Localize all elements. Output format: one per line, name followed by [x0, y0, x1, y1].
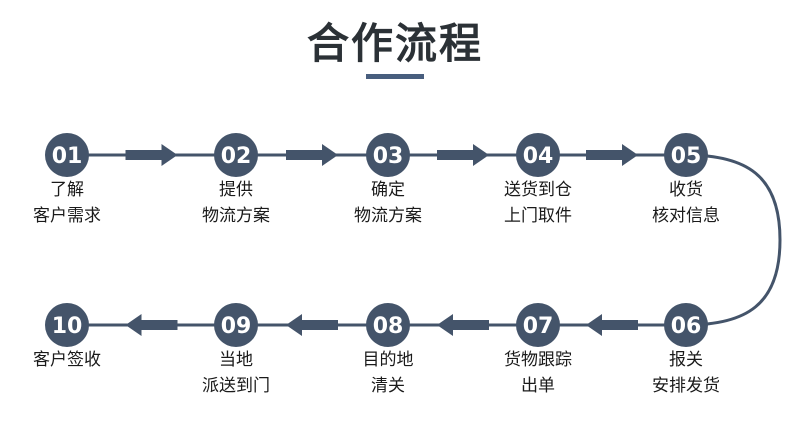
step-node-08: 08: [366, 303, 410, 347]
step-number: 07: [523, 314, 554, 339]
step-label-06: 报关安排发货: [626, 347, 746, 399]
step-label-03: 确定物流方案: [328, 177, 448, 229]
step-label-line2: 出单: [521, 376, 555, 396]
step-label-02: 提供物流方案: [176, 177, 296, 229]
arrow-icon: [286, 144, 338, 166]
step-label-line2: 上门取件: [504, 206, 572, 226]
arrow-icon: [125, 314, 178, 336]
step-label-line1: 确定: [371, 180, 405, 200]
step-label-line2: 物流方案: [202, 206, 270, 226]
step-label-line1: 货物跟踪: [504, 350, 572, 370]
step-number: 02: [221, 144, 252, 169]
step-number: 03: [373, 144, 404, 169]
arrow-icon: [586, 144, 638, 166]
step-label-line2: 派送到门: [202, 376, 270, 396]
step-label-line1: 客户签收: [33, 350, 101, 370]
connector-4: [538, 144, 686, 166]
step-label-line2: 核对信息: [652, 206, 720, 226]
step-label-line1: 了解: [50, 180, 84, 200]
step-number: 09: [221, 314, 252, 339]
step-number: 06: [671, 314, 702, 339]
step-label-04: 送货到仓上门取件: [478, 177, 598, 229]
step-label-line1: 报关: [669, 350, 703, 370]
step-number: 08: [373, 314, 404, 339]
connectors: [67, 144, 782, 336]
step-label-01: 了解客户需求: [7, 177, 127, 229]
step-label-line1: 当地: [219, 350, 253, 370]
step-label-line2: 客户需求: [33, 206, 101, 226]
arrow-icon: [437, 314, 489, 336]
step-node-07: 07: [516, 303, 560, 347]
step-number: 01: [52, 144, 83, 169]
step-node-06: 06: [664, 303, 708, 347]
connector-9: [67, 314, 236, 336]
step-node-01: 01: [45, 133, 89, 177]
arrow-icon: [286, 314, 338, 336]
step-number: 05: [671, 144, 702, 169]
step-nodes: 01 02 03 04 05 06 07 08 09 10: [45, 133, 708, 347]
step-label-line2: 物流方案: [354, 206, 422, 226]
connector-1: [67, 144, 236, 166]
step-label-line2: 安排发货: [652, 376, 720, 396]
step-label-08: 目的地清关: [328, 347, 448, 399]
connector-6: [538, 314, 686, 336]
step-node-02: 02: [214, 133, 258, 177]
step-label-09: 当地派送到门: [176, 347, 296, 399]
connector-3: [388, 144, 538, 166]
step-number: 04: [523, 144, 554, 169]
step-label-line1: 收货: [669, 180, 703, 200]
step-node-05: 05: [664, 133, 708, 177]
title-underline: [366, 74, 424, 79]
connector-7: [388, 314, 538, 336]
step-label-line1: 送货到仓: [504, 180, 572, 200]
connector-5-curve: [685, 153, 782, 327]
arrow-icon: [586, 314, 638, 336]
step-label-line1: 提供: [219, 180, 253, 200]
step-node-04: 04: [516, 133, 560, 177]
arrow-icon: [125, 144, 178, 166]
connector-8: [236, 314, 388, 336]
step-label-line1: 目的地: [362, 350, 414, 370]
step-label-10: 客户签收: [7, 347, 127, 373]
step-node-09: 09: [214, 303, 258, 347]
step-node-03: 03: [366, 133, 410, 177]
connector-2: [236, 144, 388, 166]
step-number: 10: [52, 314, 83, 339]
step-label-07: 货物跟踪出单: [478, 347, 598, 399]
step-label-05: 收货核对信息: [626, 177, 746, 229]
step-label-line2: 清关: [371, 376, 405, 396]
arrow-icon: [437, 144, 489, 166]
page-title: 合作流程: [306, 19, 483, 68]
step-node-10: 10: [45, 303, 89, 347]
